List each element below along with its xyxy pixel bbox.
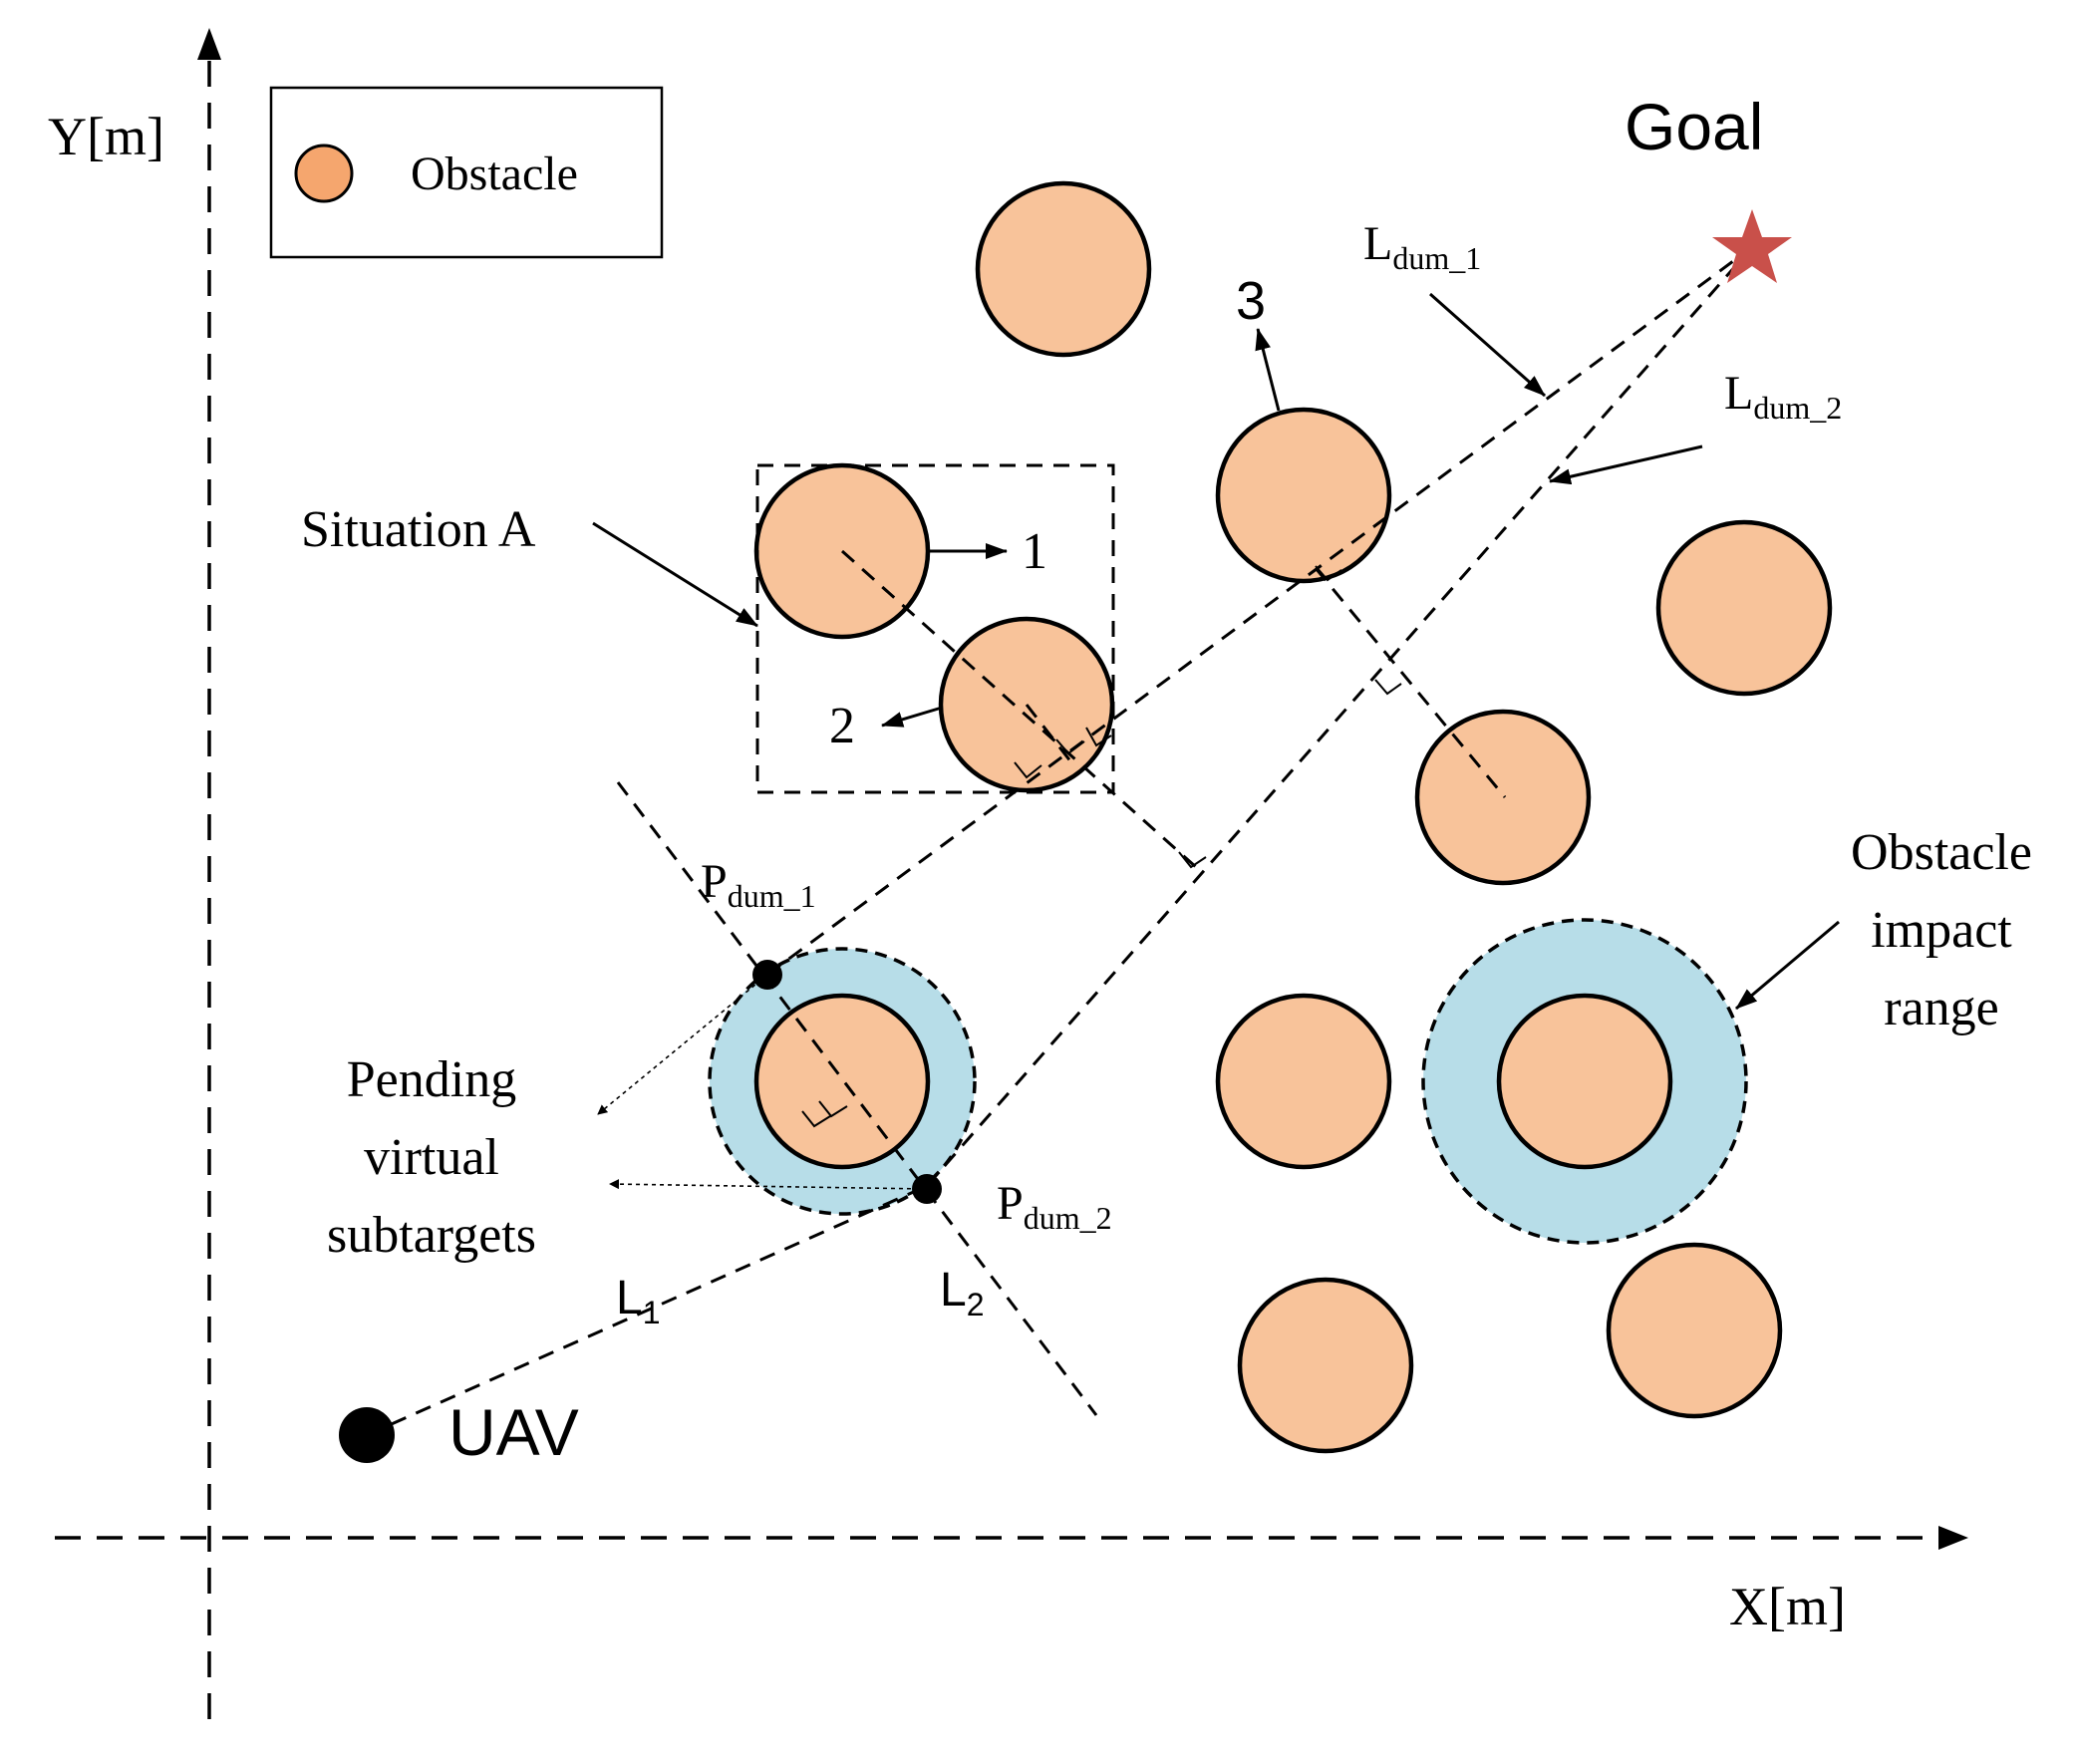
pending-line-2: virtual xyxy=(364,1129,499,1186)
right-angle-marker xyxy=(1178,851,1207,869)
arrow-l-dum-2 xyxy=(1549,444,1703,485)
annotation-arrows xyxy=(592,292,1840,1011)
line-l2 xyxy=(616,781,1098,1416)
obstacle-bottom-center xyxy=(1237,1277,1414,1454)
line-l-dum-2 xyxy=(925,246,1754,1187)
arrow-impact-range xyxy=(1735,920,1840,1011)
p-dum-1-label: Pdum_1 xyxy=(701,855,816,914)
pending-virtual-subtargets-label: Pending virtual subtargets xyxy=(327,1051,536,1264)
perp-obstacle-3 xyxy=(1314,567,1507,798)
right-angle-marker xyxy=(818,1100,848,1118)
obstacles xyxy=(753,180,1833,1454)
axes: Y[m] X[m] xyxy=(48,28,1968,1719)
right-angle-markers xyxy=(801,565,1402,1128)
x-axis-label: X[m] xyxy=(1729,1577,1846,1636)
construction-lines xyxy=(366,245,1754,1437)
obstacle-impact-range-label: Obstacle impact range xyxy=(1851,824,2032,1036)
pending-arrow-2 xyxy=(609,1179,928,1190)
right-angle-marker xyxy=(1014,761,1042,779)
p-dum-2-label: Pdum_2 xyxy=(997,1177,1112,1236)
perp-obstacle-2-center xyxy=(1025,704,1073,763)
arrow-situation-a xyxy=(592,521,758,628)
uav-label: UAV xyxy=(448,1395,579,1469)
x-axis-arrowhead xyxy=(1938,1526,1968,1550)
obstacle-bottom-right xyxy=(1606,1242,1783,1419)
legend-obstacle-swatch xyxy=(294,144,354,203)
l2-label: L2 xyxy=(940,1264,985,1323)
l-dum-1-label: Ldum_1 xyxy=(1363,217,1481,276)
p-dum-1-point xyxy=(752,960,782,990)
obstacle-right-upper xyxy=(1655,519,1833,697)
legend: Obstacle xyxy=(269,86,664,259)
label-2: 2 xyxy=(829,698,855,754)
line-l-dum-1 xyxy=(766,245,1753,977)
p-dum-2-point xyxy=(912,1174,942,1204)
legend-label: Obstacle xyxy=(411,147,578,200)
impact-line-3: range xyxy=(1884,980,1998,1036)
y-axis-arrowhead xyxy=(197,28,221,60)
label-3: 3 xyxy=(1236,271,1266,331)
impact-line-2: impact xyxy=(1871,902,2012,959)
l1-label: L1 xyxy=(616,1272,661,1330)
right-angle-marker xyxy=(1315,565,1342,582)
y-axis-label: Y[m] xyxy=(48,107,164,166)
arrow-l-dum-1 xyxy=(1429,292,1546,398)
situation-a-label: Situation A xyxy=(301,501,536,558)
obstacle-top xyxy=(975,180,1152,358)
obstacle-center-lower xyxy=(1215,993,1392,1170)
label-1: 1 xyxy=(1022,523,1047,580)
pending-line-3: subtargets xyxy=(327,1207,536,1264)
line-l1 xyxy=(366,1184,928,1437)
right-angle-marker xyxy=(1374,679,1402,696)
right-angle-marker xyxy=(801,1110,831,1128)
right-angle-marker xyxy=(1055,738,1085,755)
pending-line-1: Pending xyxy=(347,1051,516,1108)
situation-a-box xyxy=(755,463,1115,794)
impact-line-1: Obstacle xyxy=(1851,824,2032,881)
obstacle-impacted-right xyxy=(1496,993,1673,1170)
goal-label: Goal xyxy=(1625,90,1763,163)
uav-point xyxy=(339,1407,395,1463)
goal-star-icon xyxy=(1712,209,1792,283)
right-angle-marker xyxy=(1085,727,1112,747)
obstacle-impacted-left xyxy=(753,993,931,1170)
l-dum-2-label: Ldum_2 xyxy=(1724,367,1842,426)
obstacle-3 xyxy=(1215,407,1392,584)
arrow-2 xyxy=(881,706,943,728)
arrow-3 xyxy=(1255,328,1281,412)
obstacle-middle-right xyxy=(1414,709,1592,886)
pending-arrows xyxy=(597,974,928,1190)
